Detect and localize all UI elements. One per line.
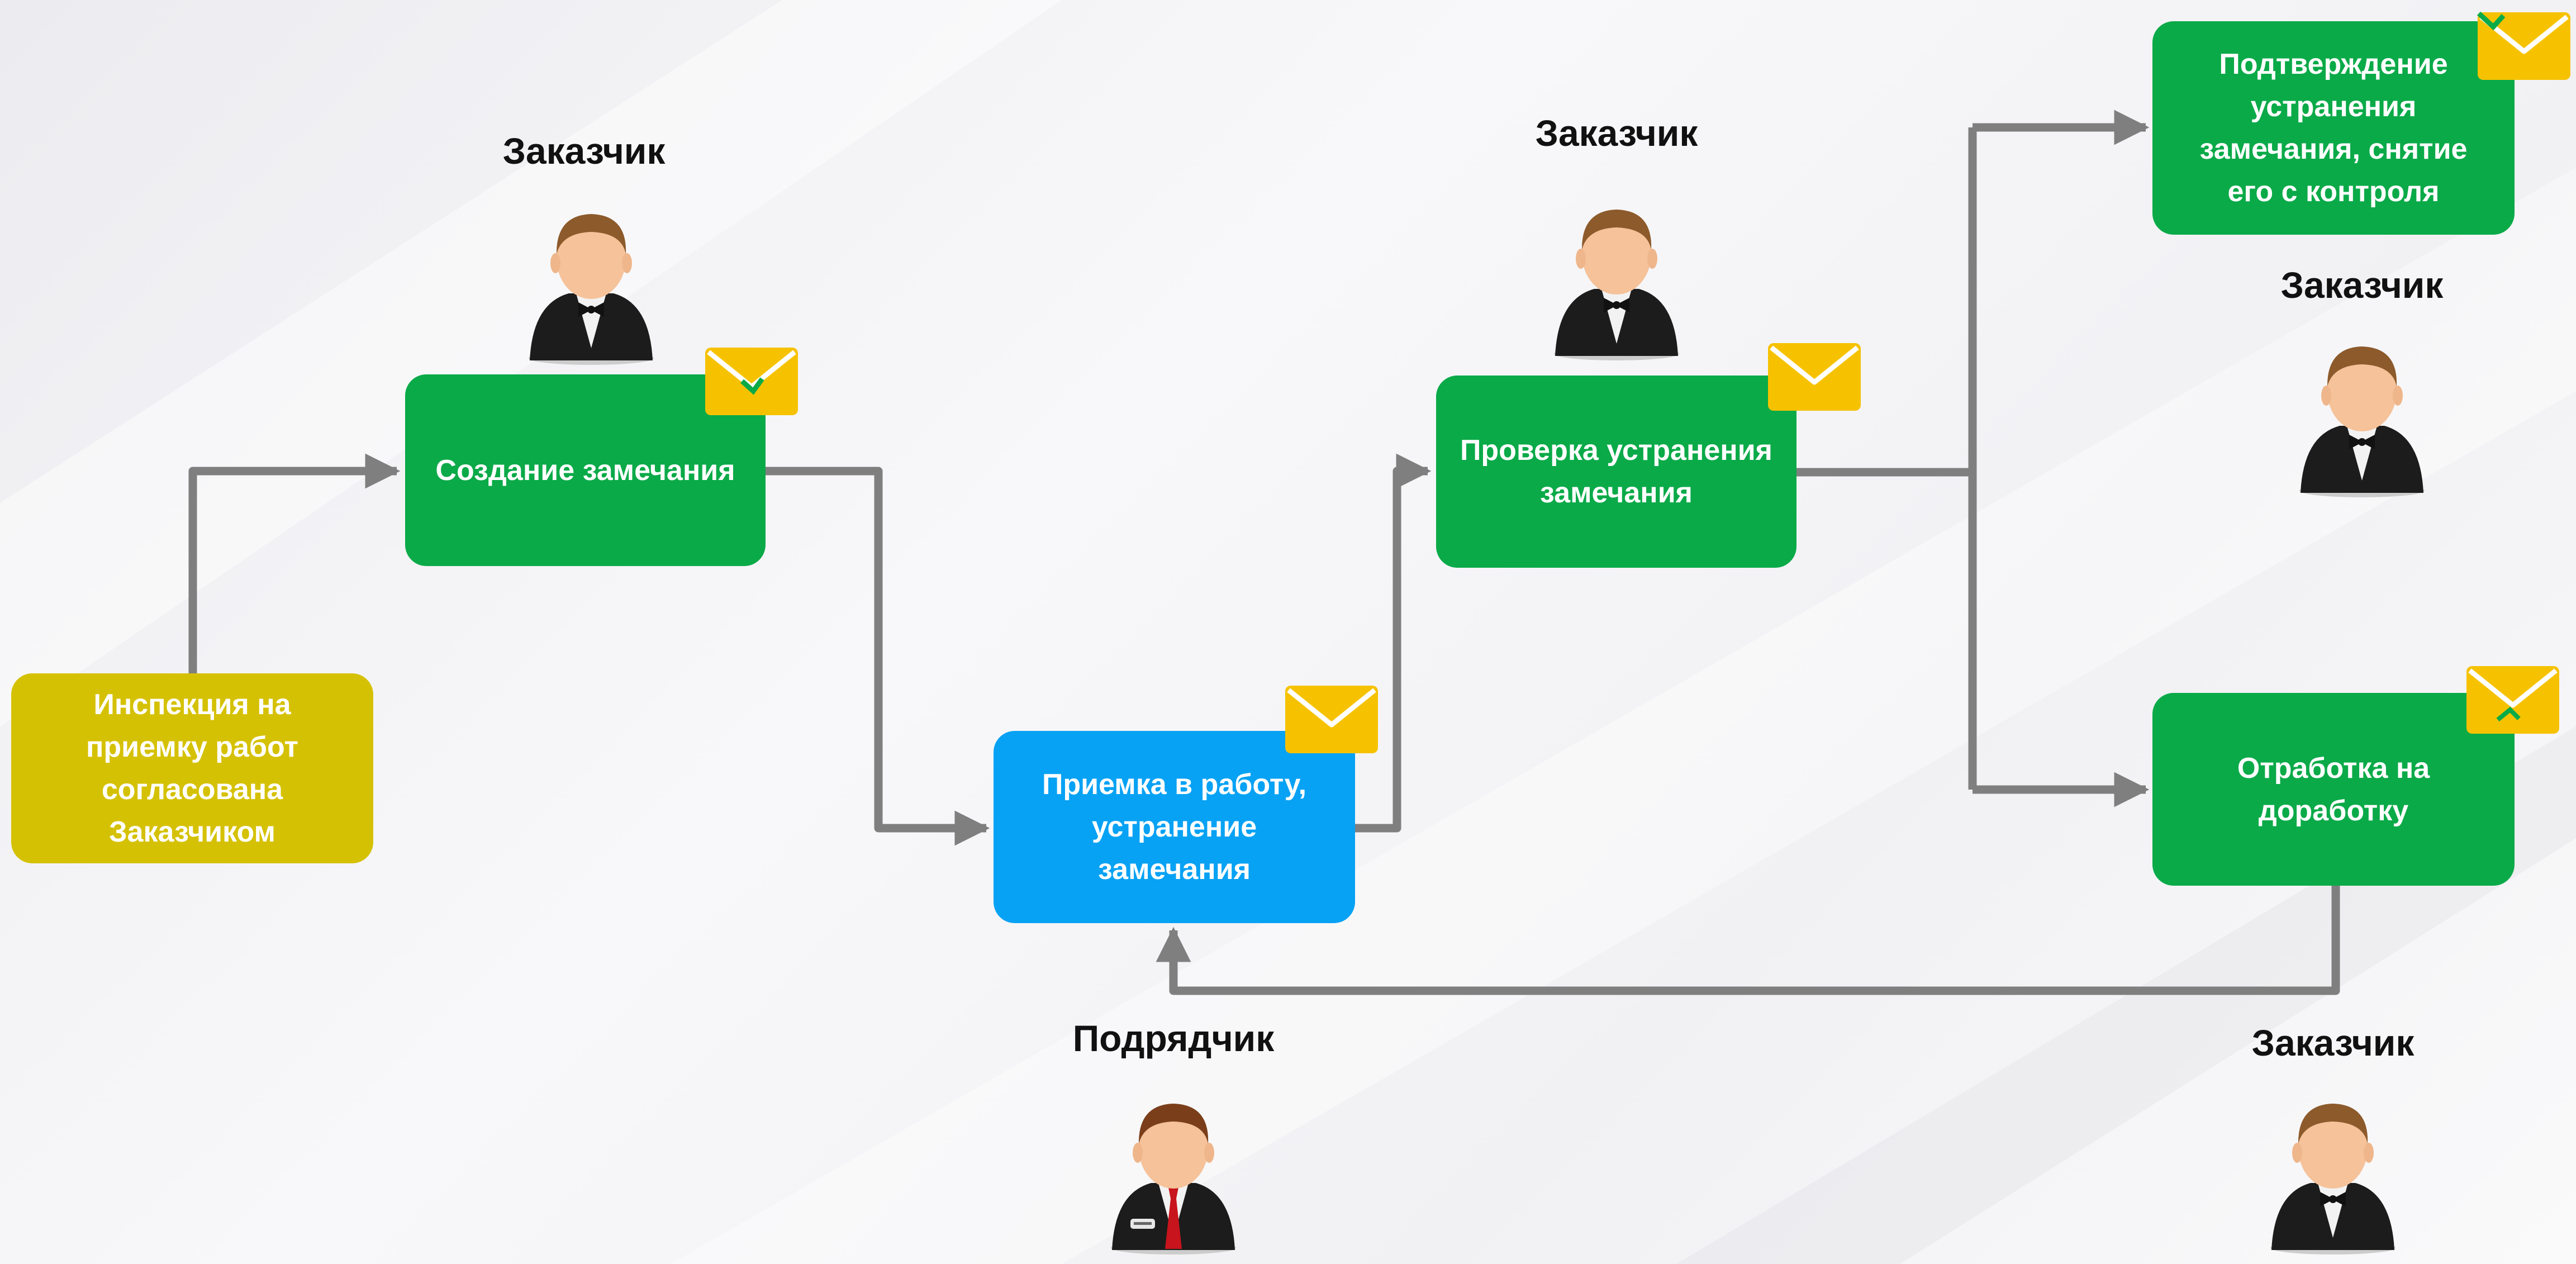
connector-rework-to-accept	[1156, 886, 2340, 995]
role-label-customer: Заказчик	[1535, 112, 1698, 154]
contractor-avatar-icon	[1111, 1104, 1236, 1255]
node-inspection: Инспекция на приемку работ согласована З…	[11, 673, 373, 863]
node-inspection-label: Инспекция на приемку работ согласована З…	[86, 688, 298, 848]
node-accept-fix: Приемка в работу, устранение замечания	[994, 731, 1355, 923]
connector-accept-to-check	[1355, 453, 1432, 833]
role-label-customer: Заказчик	[2280, 264, 2444, 306]
node-confirm-close: Подтверждение устранения замечания, снят…	[2152, 21, 2515, 235]
customer-avatar-icon	[2270, 1104, 2396, 1255]
role-label-customer: Заказчик	[2251, 1022, 2415, 1063]
role-label-customer: Заказчик	[502, 130, 666, 172]
envelope-icon	[2466, 666, 2559, 734]
node-check-fix: Проверка устранения замечания	[1436, 376, 1796, 568]
role-label-contractor: Подрядчик	[1072, 1018, 1275, 1059]
node-create-remark-label: Создание замечания	[435, 454, 735, 487]
envelope-icon	[2477, 11, 2570, 80]
envelope-icon	[705, 348, 798, 415]
node-accept-fix-label: Приемка в работу, устранение замечания	[1042, 768, 1307, 886]
node-confirm-close-label: Подтверждение устранения замечания, снят…	[2199, 48, 2468, 208]
connector-inspection-to-create	[188, 453, 401, 673]
envelope-icon	[1285, 686, 1378, 753]
customer-avatar-icon	[529, 214, 654, 365]
customer-avatar-icon	[2299, 346, 2425, 497]
envelope-icon	[1768, 343, 1861, 411]
customer-avatar-icon	[1554, 210, 1679, 360]
node-rework: Отработка на доработку	[2152, 693, 2515, 886]
connector-create-to-accept	[766, 467, 990, 846]
node-check-fix-label: Проверка устранения замечания	[1460, 434, 1772, 509]
node-rework-label: Отработка на доработку	[2237, 752, 2430, 827]
